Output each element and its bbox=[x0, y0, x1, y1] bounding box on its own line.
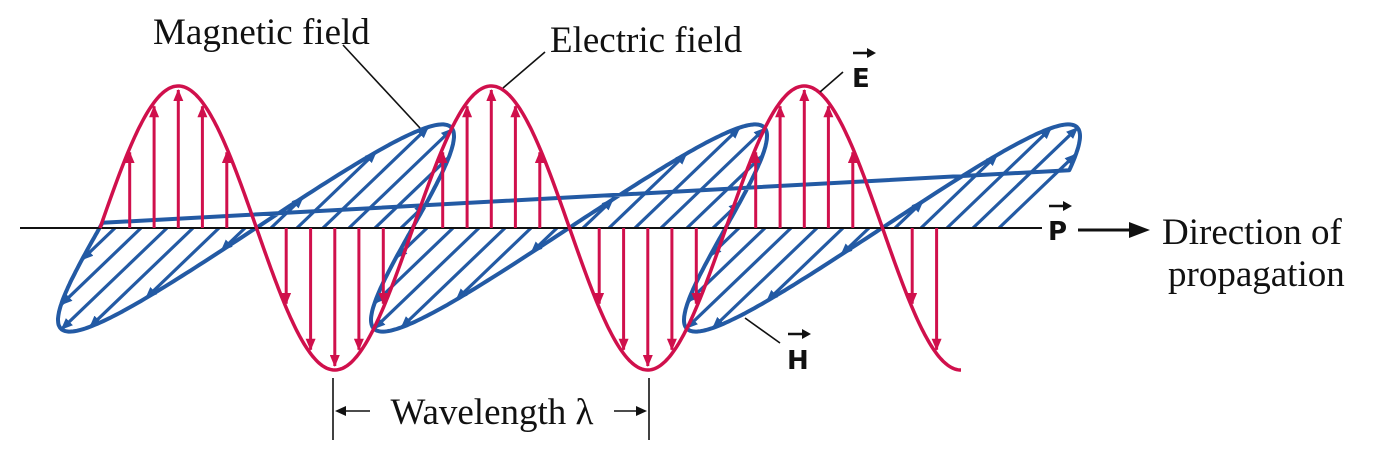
e-vector-arrow-icon bbox=[853, 48, 876, 58]
magnetic-field-arrow-9 bbox=[347, 127, 454, 230]
magnetic-field-arrow-5 bbox=[220, 226, 247, 252]
electric-field-leader bbox=[502, 51, 546, 89]
magnetic-field-arrow-18 bbox=[581, 198, 615, 230]
propagation-arrow-icon bbox=[1078, 222, 1150, 238]
h-vector-label: H bbox=[787, 346, 809, 376]
magnetic-field-arrow-33 bbox=[971, 126, 1079, 230]
magnetic-field-arrow-16 bbox=[455, 226, 533, 301]
magnetic-field-arrow-15 bbox=[400, 226, 507, 329]
magnetic-field-label: Magnetic field bbox=[153, 12, 370, 53]
wavelength-label: Wavelength λ bbox=[391, 392, 594, 433]
p-vector-arrow-icon bbox=[1049, 201, 1072, 211]
magnetic-field-arrow-29 bbox=[839, 226, 871, 256]
magnetic-field-arrow-21 bbox=[659, 127, 767, 230]
h-vector-leader bbox=[744, 317, 781, 344]
magnetic-field-arrow-34 bbox=[997, 153, 1078, 230]
electric-field-curve bbox=[98, 84, 961, 372]
magnetic-field-arrow-30 bbox=[893, 200, 925, 230]
magnetic-field-arrow-24 bbox=[708, 226, 741, 257]
magnetic-field-arrow-6 bbox=[269, 196, 305, 230]
magnetic-field-arrow-0 bbox=[80, 226, 117, 261]
magnetic-field-arrow-12 bbox=[394, 226, 429, 259]
wavelength-left-arrow-icon bbox=[335, 406, 370, 416]
magnetic-field-arrow-1 bbox=[59, 226, 143, 306]
magnetic-field-arrow-28 bbox=[765, 226, 845, 303]
h-vector-arrow-icon bbox=[788, 329, 811, 339]
magnetic-field-arrow-19 bbox=[607, 152, 688, 230]
e-vector-label: E bbox=[852, 64, 870, 94]
magnetic-field-arrow-2 bbox=[60, 226, 169, 331]
magnetic-field-arrow-26 bbox=[685, 226, 793, 330]
direction-label-line1: Direction of bbox=[1162, 212, 1342, 253]
magnetic-field-wave bbox=[56, 122, 1082, 334]
magnetic-field-leader bbox=[342, 44, 421, 129]
e-vector-leader bbox=[819, 71, 844, 93]
magnetic-field-arrow-20 bbox=[633, 126, 741, 230]
magnetic-field-arrow-7 bbox=[295, 150, 378, 230]
magnetic-field-arrow-4 bbox=[144, 226, 221, 300]
magnetic-field-arrow-17 bbox=[530, 226, 559, 254]
magnetic-field-arrow-13 bbox=[373, 226, 455, 305]
p-vector-label: P bbox=[1048, 217, 1067, 247]
magnetic-field-arrow-8 bbox=[321, 125, 430, 230]
electric-field-label: Electric field bbox=[550, 20, 743, 61]
magnetic-field-arrow-22 bbox=[685, 154, 764, 230]
direction-label-line2: propagation bbox=[1168, 254, 1345, 295]
magnetic-field-curve bbox=[56, 122, 1082, 334]
magnetic-field-arrow-27 bbox=[711, 226, 819, 330]
magnetic-field-arrow-3 bbox=[88, 226, 195, 328]
magnetic-field-arrow-31 bbox=[919, 153, 999, 230]
magnetic-field-arrow-14 bbox=[372, 226, 481, 330]
magnetic-field-arrow-32 bbox=[945, 126, 1053, 230]
electric-field-wave bbox=[98, 84, 961, 372]
magnetic-field-arrow-25 bbox=[686, 226, 767, 303]
wavelength-right-arrow-icon bbox=[614, 406, 647, 416]
magnetic-field-arrow-10 bbox=[373, 156, 451, 230]
